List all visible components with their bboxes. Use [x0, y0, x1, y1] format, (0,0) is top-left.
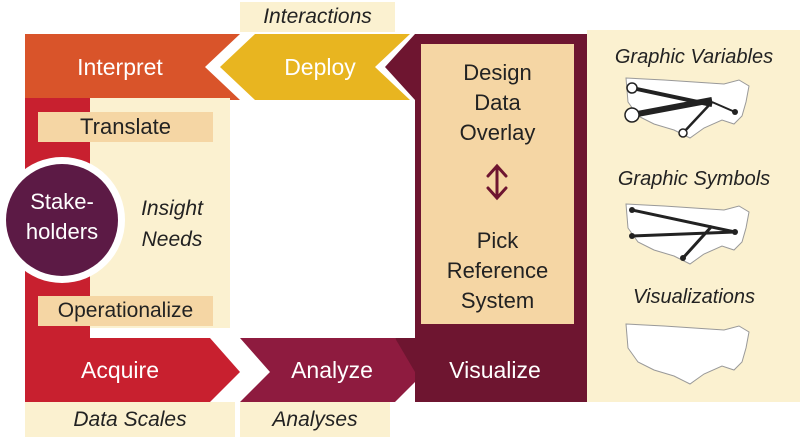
design-label-line1: Design — [463, 60, 532, 85]
operationalize-label: Operationalize — [57, 299, 194, 322]
interpret-label: Interpret — [77, 53, 163, 80]
pick-label-line1: Pick — [476, 228, 519, 253]
data-scales-label: Data Scales — [73, 407, 187, 431]
updown-arrow-icon — [486, 163, 508, 201]
translate-label: Translate — [80, 114, 171, 139]
translate-tag-bg — [38, 112, 213, 142]
deploy-arrow — [220, 34, 410, 100]
analyze-arrow — [240, 338, 425, 402]
design-label-line2: Data — [474, 90, 521, 115]
design-label-line3: Overlay — [459, 120, 536, 145]
acquire-label: Acquire — [81, 356, 159, 383]
visualizations-label: Visualizations — [633, 285, 755, 308]
pick-label-line3: System — [460, 288, 535, 313]
graphic-variables-label: Graphic Variables — [614, 45, 774, 68]
analyses-tag-bg — [240, 402, 390, 437]
insight-label-line1: Insight — [141, 197, 203, 220]
interactions-label: Interactions — [263, 5, 372, 28]
acquire-arrow — [25, 338, 240, 402]
visualize-label: Visualize — [449, 356, 541, 383]
graphic-symbols-label: Graphic Symbols — [617, 167, 771, 190]
graphic-symbols-lines — [631, 208, 736, 260]
data-scales-tag-bg — [25, 402, 235, 437]
us-map-icon — [625, 323, 750, 385]
deploy-label: Deploy — [284, 53, 356, 80]
stakeholders-label-line1: Stake- — [30, 189, 94, 214]
interactions-tag-bg — [240, 2, 395, 32]
stakeholders-label-line2: holders — [25, 219, 99, 244]
operationalize-tag-bg — [38, 296, 213, 326]
interpret-arrow — [25, 34, 240, 100]
insight-label-line2: Needs — [141, 228, 203, 251]
stakeholders-circle — [6, 164, 118, 276]
analyze-label: Analyze — [291, 356, 373, 383]
pick-label-line2: Reference — [446, 258, 549, 283]
analyses-label: Analyses — [272, 407, 358, 431]
graphic-variables-lines — [631, 86, 736, 134]
